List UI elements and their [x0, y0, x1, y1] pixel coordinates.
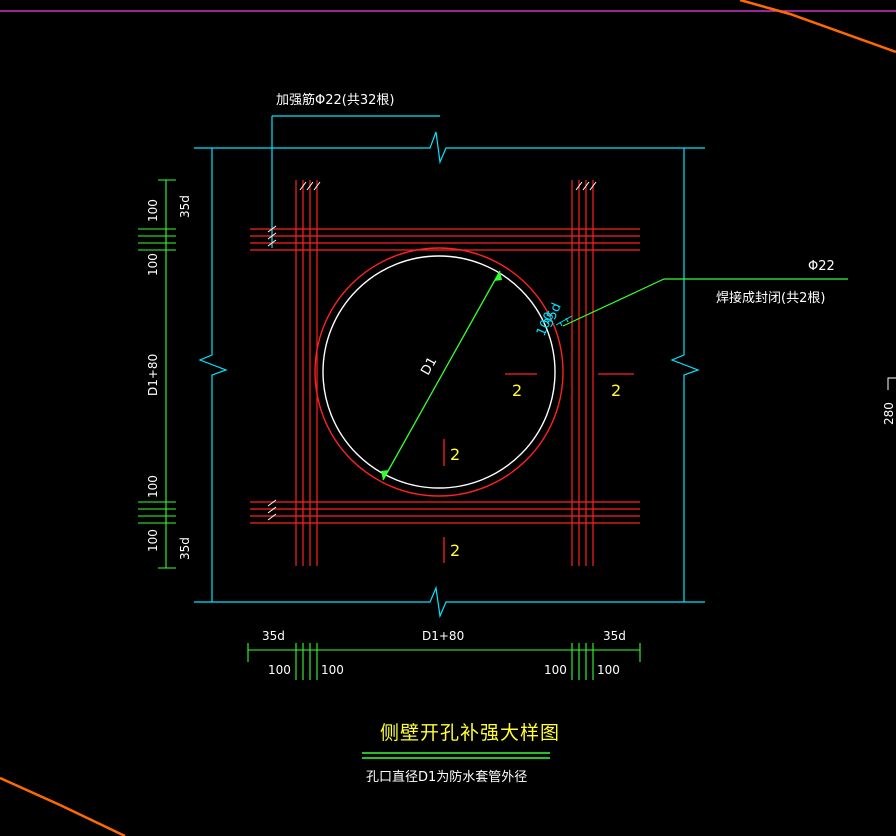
ring-clearance-ticks	[555, 315, 573, 327]
left-top-anchor: 35d	[178, 195, 192, 218]
bottom-left-anchor: 35d	[262, 629, 285, 643]
bottom-center-span: D1+80	[422, 629, 464, 643]
section-marker-3: 2	[450, 445, 460, 464]
rebar-tie-ticks	[267, 181, 597, 521]
diameter-label: D1	[418, 355, 440, 378]
bottom-dimension-lines	[247, 643, 641, 680]
edge-bracket	[887, 377, 896, 390]
diameter-line	[382, 270, 501, 481]
reinforcement-note: 加强筋Φ22(共32根)	[276, 92, 394, 108]
left-top-inner: 100	[146, 253, 160, 276]
left-center-span: D1+80	[146, 354, 160, 396]
section-marker-2: 2	[611, 381, 621, 400]
bottom-right-outer: 100	[597, 663, 620, 677]
ring-bar-label: Φ22	[808, 259, 835, 274]
left-bottom-outer: 100	[146, 529, 160, 552]
ring-bar-leader	[562, 278, 848, 327]
diameter-arrow-top	[494, 271, 502, 281]
opening-circle	[322, 255, 556, 489]
bottom-right-anchor: 35d	[603, 629, 626, 643]
left-bottom-anchor: 35d	[178, 537, 192, 560]
left-top-outer: 100	[146, 199, 160, 222]
ring-bar-note: 焊接成封闭(共2根)	[716, 290, 825, 306]
diameter-arrow-bottom	[381, 470, 389, 480]
ring-bar-circle	[314, 247, 564, 497]
section-marker-1: 2	[512, 381, 522, 400]
section-marker-4: 2	[450, 541, 460, 560]
reinforcement-bars	[250, 180, 640, 566]
left-bottom-inner: 100	[146, 475, 160, 498]
drawing-note: 孔口直径D1为防水套管外径	[366, 769, 527, 785]
bottom-right-inner: 100	[544, 663, 567, 677]
bottom-left-outer: 100	[268, 663, 291, 677]
section-marks	[443, 373, 634, 563]
accent-line-top	[739, 0, 896, 54]
bottom-left-inner: 100	[321, 663, 344, 677]
accent-line-bottom	[0, 776, 126, 836]
drawing-title: 侧壁开孔补强大样图	[380, 722, 560, 744]
left-dimension-lines	[138, 179, 176, 569]
wall-outline	[194, 115, 705, 619]
edge-fragment-text: 280	[882, 402, 896, 425]
